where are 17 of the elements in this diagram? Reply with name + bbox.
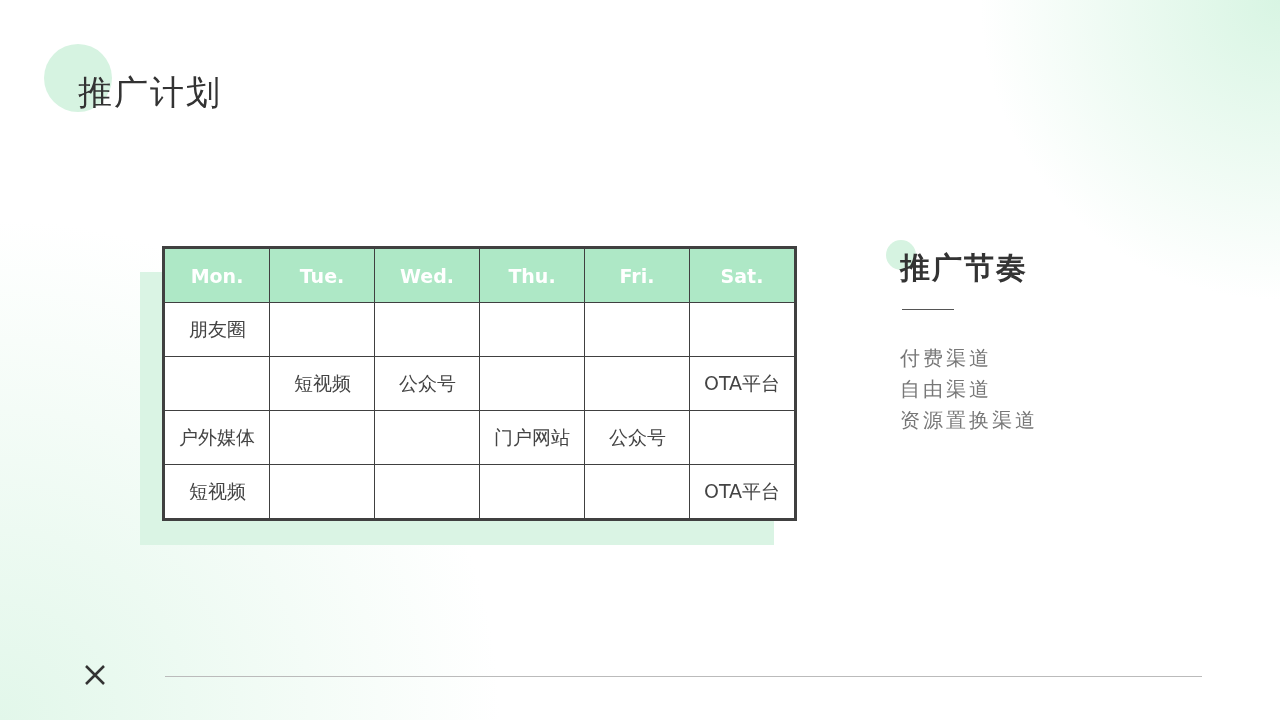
channel-entry: 朋友圈 bbox=[163, 302, 270, 357]
channel-type-item: 资源置换渠道 bbox=[900, 407, 1038, 434]
day-header: Sat. bbox=[689, 247, 796, 303]
section-heading: 推广节奏 bbox=[900, 249, 1028, 287]
channel-entry: 公众号 bbox=[584, 410, 690, 465]
day-header: Fri. bbox=[584, 247, 690, 303]
channel-entry: 短视频 bbox=[269, 356, 375, 411]
day-header: Wed. bbox=[374, 247, 480, 303]
channel-entry: 户外媒体 bbox=[163, 410, 270, 465]
day-header: Mon. bbox=[163, 247, 270, 303]
channel-type-item: 付费渠道 bbox=[900, 345, 992, 372]
slide-title: 推广计划 bbox=[78, 71, 222, 114]
day-header: Tue. bbox=[269, 247, 375, 303]
channel-entry: 门户网站 bbox=[479, 410, 585, 465]
channel-entry: 公众号 bbox=[374, 356, 480, 411]
day-header: Thu. bbox=[479, 247, 585, 303]
channel-type-item: 自由渠道 bbox=[900, 376, 992, 403]
